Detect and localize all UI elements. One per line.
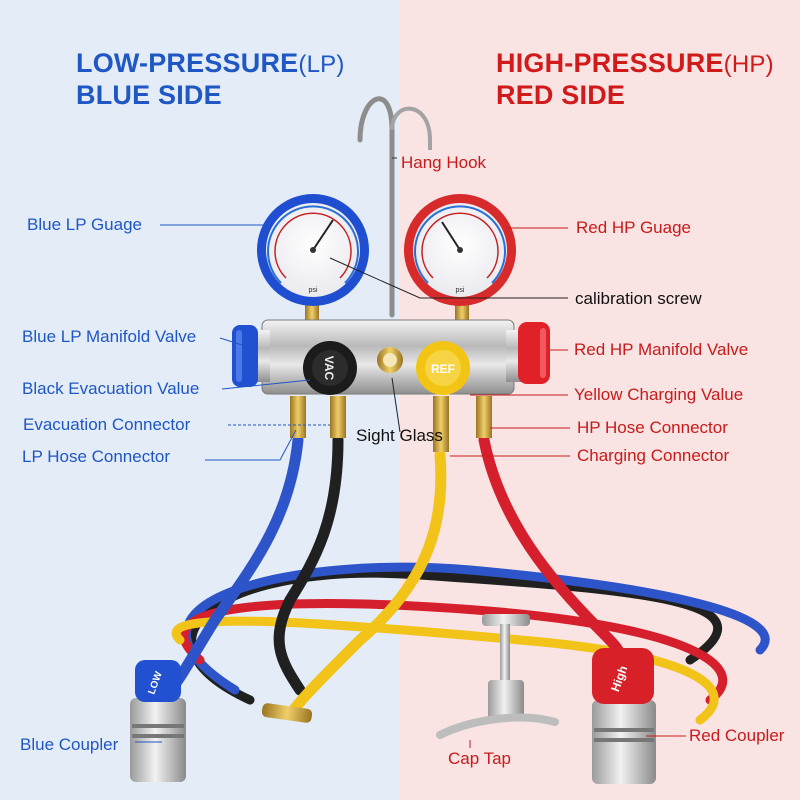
yellow-hose: [284, 449, 447, 721]
high-pressure-abbreviation: (HP): [723, 51, 774, 78]
sight-glass: [377, 347, 403, 373]
sight-glass-label: Sight Glass: [356, 426, 443, 445]
hp-hose-connector-label: HP Hose Connector: [577, 418, 728, 437]
yellow-charging-valve-label: Yellow Charging Value: [574, 385, 744, 404]
charging-connector-fitting: [433, 396, 449, 452]
blue-coupler: LOW: [130, 660, 186, 782]
blue-side-title: BLUE SIDE: [76, 80, 222, 110]
blue-lp-gauge-label: Blue LP Guage: [27, 215, 142, 234]
hang-hook: [357, 96, 395, 318]
red-hp-gauge: psi: [404, 194, 516, 306]
hose-drops: [164, 434, 628, 721]
hang-hook-label: Hang Hook: [401, 153, 487, 172]
sight-glass-leader: [391, 377, 401, 433]
low-pressure-abbreviation: (LP): [298, 51, 345, 78]
blue-side-knob: [232, 325, 270, 387]
red-coupler: High: [592, 648, 656, 784]
blue-lp-manifold-valve-label: Blue LP Manifold Valve: [22, 327, 197, 346]
brass-hose-end: [261, 703, 313, 723]
evacuation-connector-label: Evacuation Connector: [23, 415, 191, 434]
blue-lp-gauge: psi: [257, 194, 369, 306]
vac-knob-marking: VAC: [322, 356, 336, 381]
charging-connector-label: Charging Connector: [577, 446, 730, 465]
lp-hose-connector-label: LP Hose Connector: [22, 447, 171, 466]
yellow-hose-loop: [171, 616, 719, 725]
high-pressure-header: HIGH-PRESSURE(HP) RED SIDE: [496, 48, 774, 110]
blue-hose: [164, 434, 304, 696]
red-side-title: RED SIDE: [496, 80, 626, 110]
black-evacuation-valve-label: Black Evacuation Value: [22, 379, 200, 398]
calibration-screw-label: calibration screw: [575, 289, 702, 308]
red-side-knob: [506, 322, 550, 384]
low-pressure-header: LOW-PRESSURE(LP) BLUE SIDE: [76, 48, 345, 110]
leader-lines: [135, 157, 686, 748]
yellow-ref-knob: REF: [416, 341, 470, 395]
blue-coupler-label: Blue Coupler: [20, 735, 119, 754]
high-pressure-header-line1: HIGH-PRESSURE(HP): [496, 48, 774, 80]
cap-tap-label: Cap Tap: [448, 749, 512, 768]
black-vac-knob: VAC: [303, 341, 357, 395]
high-pressure-title: HIGH-PRESSURE: [496, 48, 724, 78]
red-hp-manifold-valve-label: Red HP Manifold Valve: [574, 340, 749, 359]
lp-hose-connector-fitting: [290, 396, 306, 438]
hang-hook-shaft: [390, 106, 432, 150]
low-pressure-header-line1: LOW-PRESSURE(LP): [76, 48, 345, 80]
hose-loops: [171, 562, 770, 725]
cap-tap-tool: [436, 614, 559, 739]
lp-gauge-unit: psi: [309, 287, 318, 294]
ref-knob-marking: REF: [431, 362, 455, 376]
red-hp-gauge-label: Red HP Guage: [576, 218, 691, 237]
red-hose: [478, 434, 628, 666]
calibration-screw-leader: [329, 257, 568, 299]
hp-hose-connector-fitting: [476, 396, 492, 438]
lp-hose-connector-leader: [205, 429, 297, 461]
hp-gauge-unit: psi: [456, 287, 465, 294]
black-hose: [273, 434, 344, 696]
blue-lp-manifold-valve-leader: [219, 337, 243, 346]
evacuation-connector-fitting: [330, 396, 346, 438]
black-evacuation-valve-leader: [221, 379, 311, 390]
low-pressure-title: LOW-PRESSURE: [76, 48, 299, 78]
red-coupler-label: Red Coupler: [689, 726, 785, 745]
